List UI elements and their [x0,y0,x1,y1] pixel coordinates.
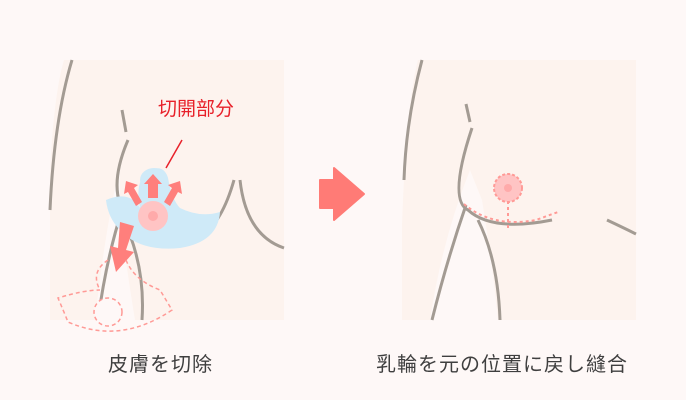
callout-label: 切開部分 [158,98,234,120]
right-arrow-icon [318,166,370,222]
step-2-illustration [382,59,637,321]
step-1-illustration: 切開部分 [30,59,285,332]
step-1-caption: 皮膚を切除 [108,352,213,376]
step-2-caption: 乳輪を元の位置に戻し縫合 [376,352,628,376]
